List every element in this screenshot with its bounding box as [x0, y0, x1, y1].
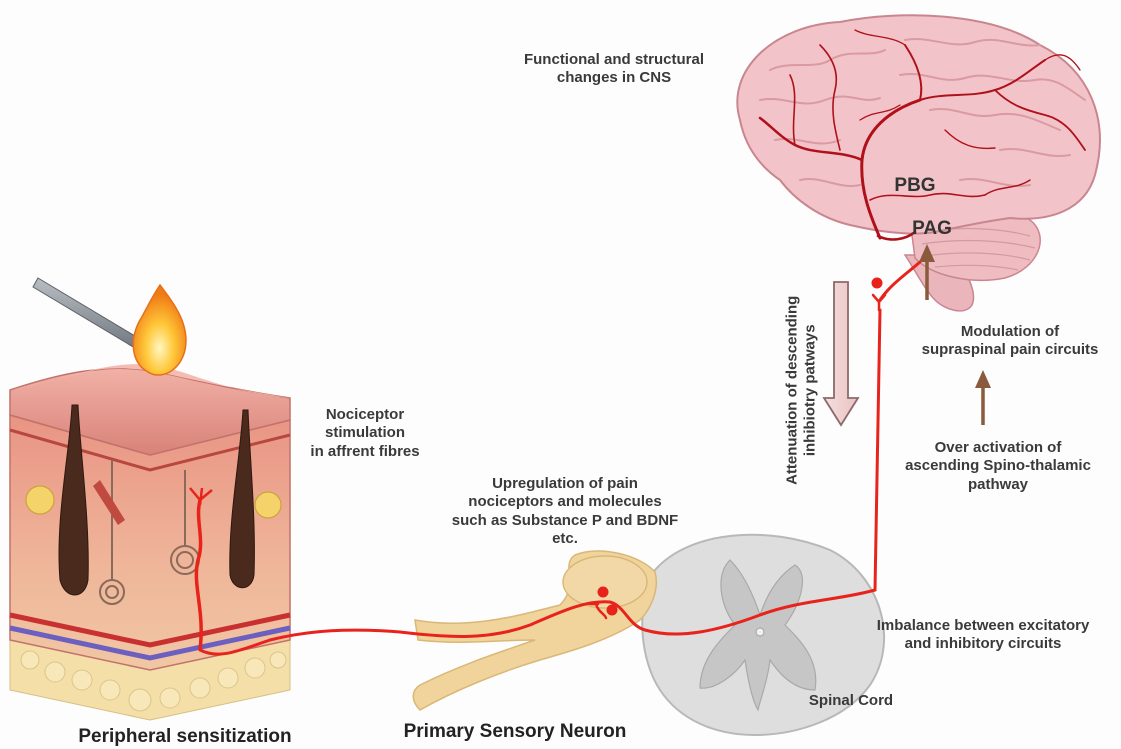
metal-rod [33, 278, 150, 354]
spinal-cord-label: Spinal Cord [786, 692, 916, 710]
flame-icon [133, 285, 186, 375]
skin-illustration [10, 364, 290, 720]
nociceptor-label: Nociceptor stimulation in affrent fibres [280, 406, 450, 461]
primary-sensory-neuron-label: Primary Sensory Neuron [370, 720, 660, 743]
primary-sensory-neuron-illustration [413, 551, 656, 710]
central-canal [756, 628, 764, 636]
synapse-dot-upper [598, 587, 608, 597]
pag-label: PAG [897, 217, 967, 240]
ascending-arrow-lower [975, 370, 991, 425]
over-activation-label: Over activation of ascending Spino-thala… [873, 439, 1121, 494]
descending-attenuation-arrow [824, 282, 858, 425]
pbg-label: PBG [880, 174, 950, 197]
attenuation-label: Attenuation of descending inhibiotry pat… [784, 250, 821, 530]
cns-changes-label: Functional and structural changes in CNS [494, 51, 734, 88]
upregulation-label: Upregulation of pain nociceptors and mol… [430, 475, 700, 548]
dorsal-root-ganglion [563, 556, 647, 608]
heat-stimulus [33, 278, 186, 375]
modulation-label: Modulation of supraspinal pain circuits [895, 323, 1121, 360]
peripheral-sensitization-label: Peripheral sensitization [40, 725, 330, 748]
brain-synapse-dot [872, 278, 882, 288]
brain-synapse-receptor [873, 295, 885, 310]
imbalance-label: Imbalance between excitatory and inhibit… [848, 617, 1118, 654]
synapse-dot-lower [607, 605, 617, 615]
